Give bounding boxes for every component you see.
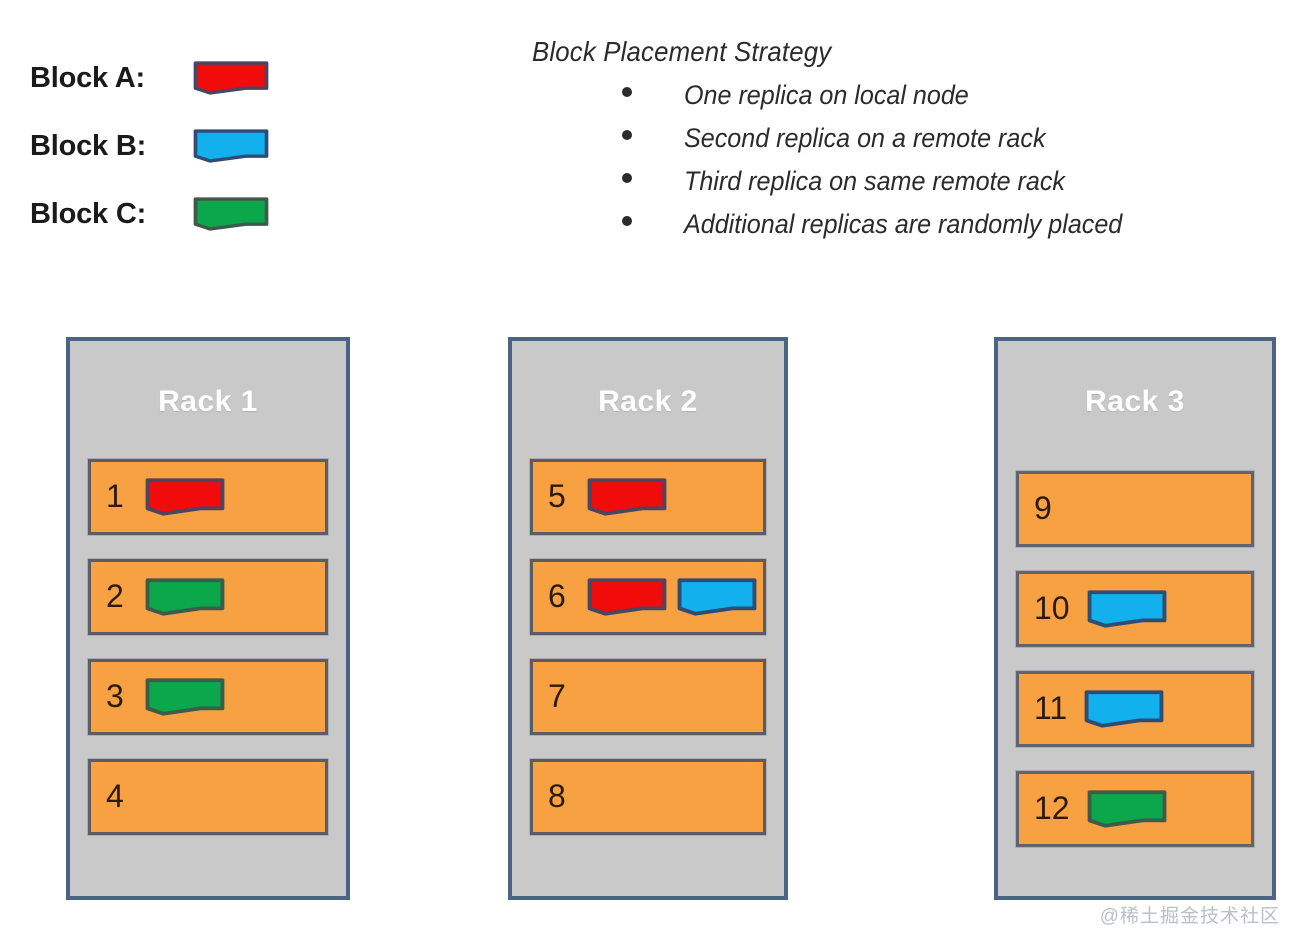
block-a-swatch-icon (193, 61, 269, 95)
node-1[interactable]: 1 (88, 459, 328, 535)
node-8[interactable]: 8 (530, 759, 766, 835)
block-b-replica-icon (1087, 590, 1166, 628)
node-10[interactable]: 10 (1016, 571, 1254, 647)
node-block-container (145, 578, 225, 616)
block-legend: Block A: Block B: Block C: (30, 44, 330, 248)
strategy-bullet: One replica on local node (532, 74, 1292, 117)
rack-3-node-list: 9 10 11 12 (1016, 471, 1254, 896)
rack-title: Rack 3 (1085, 385, 1185, 418)
watermark: @稀土掘金技术社区 (1099, 906, 1280, 927)
strategy-bullet-text: Third replica on same remote rack (684, 166, 1065, 196)
rack-2-node-list: 5 6 7 8 (530, 459, 766, 896)
node-9[interactable]: 9 (1016, 471, 1254, 547)
bullet-dot-icon (622, 130, 632, 140)
node-number: 5 (548, 478, 566, 514)
node-number: 2 (106, 578, 124, 614)
legend-item-block-b: Block B: (30, 112, 330, 180)
bullet-dot-icon (622, 216, 632, 226)
node-number: 7 (548, 678, 566, 714)
node-block-container (145, 478, 225, 516)
strategy-title: Block Placement Strategy (532, 36, 832, 67)
node-number: 9 (1034, 490, 1052, 526)
block-b-swatch-icon (193, 129, 269, 163)
node-block-container (145, 678, 225, 716)
rack-title: Rack 1 (158, 385, 258, 418)
node-number: 8 (548, 778, 566, 814)
node-3[interactable]: 3 (88, 659, 328, 735)
node-6[interactable]: 6 (530, 559, 766, 635)
block-b-replica-icon (1084, 690, 1164, 728)
node-number: 4 (106, 778, 124, 814)
node-number: 11 (1034, 690, 1068, 726)
block-b-replica-icon (677, 578, 757, 616)
block-c-replica-icon (145, 678, 225, 716)
block-c-replica-icon (1087, 790, 1166, 828)
node-block-container (1087, 590, 1166, 628)
legend-item-block-c: Block C: (30, 180, 330, 248)
block-a-replica-icon (145, 478, 225, 516)
bullet-dot-icon (622, 173, 632, 183)
bullet-dot-icon (622, 87, 632, 97)
block-a-replica-icon (587, 478, 667, 516)
node-block-container (587, 478, 667, 516)
node-number: 6 (548, 578, 566, 614)
legend-label: Block B: (30, 129, 147, 162)
node-block-container (587, 578, 757, 616)
strategy-bullet: Additional replicas are randomly placed (532, 203, 1292, 246)
legend-label: Block C: (30, 197, 147, 230)
node-number: 3 (106, 678, 124, 714)
strategy-bullet: Third replica on same remote rack (532, 160, 1292, 203)
strategy-bullet-text: Second replica on a remote rack (684, 123, 1046, 153)
strategy-bullet-text: One replica on local node (684, 80, 969, 110)
node-4[interactable]: 4 (88, 759, 328, 835)
block-a-replica-icon (587, 578, 667, 616)
node-12[interactable]: 12 (1016, 771, 1254, 847)
rack-1-node-list: 1 2 3 4 (88, 459, 328, 896)
node-2[interactable]: 2 (88, 559, 328, 635)
node-number: 12 (1034, 790, 1070, 826)
node-5[interactable]: 5 (530, 459, 766, 535)
node-11[interactable]: 11 (1016, 671, 1254, 747)
node-7[interactable]: 7 (530, 659, 766, 735)
node-number: 1 (106, 478, 124, 514)
legend-item-block-a: Block A: (30, 44, 330, 112)
legend-label: Block A: (30, 61, 145, 94)
node-number: 10 (1034, 590, 1070, 626)
block-c-replica-icon (145, 578, 225, 616)
strategy-panel: Block Placement Strategy One replica on … (532, 36, 1292, 246)
rack-title: Rack 2 (598, 385, 698, 418)
strategy-bullet-text: Additional replicas are randomly placed (684, 209, 1123, 239)
rack-3: Rack 3 9 10 11 12 (994, 337, 1276, 900)
rack-2: Rack 2 5 6 7 8 (508, 337, 788, 900)
strategy-bullet-list: One replica on local node Second replica… (532, 74, 1292, 246)
node-block-container (1087, 790, 1166, 828)
block-c-swatch-icon (193, 197, 269, 231)
strategy-bullet: Second replica on a remote rack (532, 117, 1292, 160)
rack-1: Rack 1 1 2 3 4 (66, 337, 350, 900)
node-block-container (1084, 690, 1164, 728)
